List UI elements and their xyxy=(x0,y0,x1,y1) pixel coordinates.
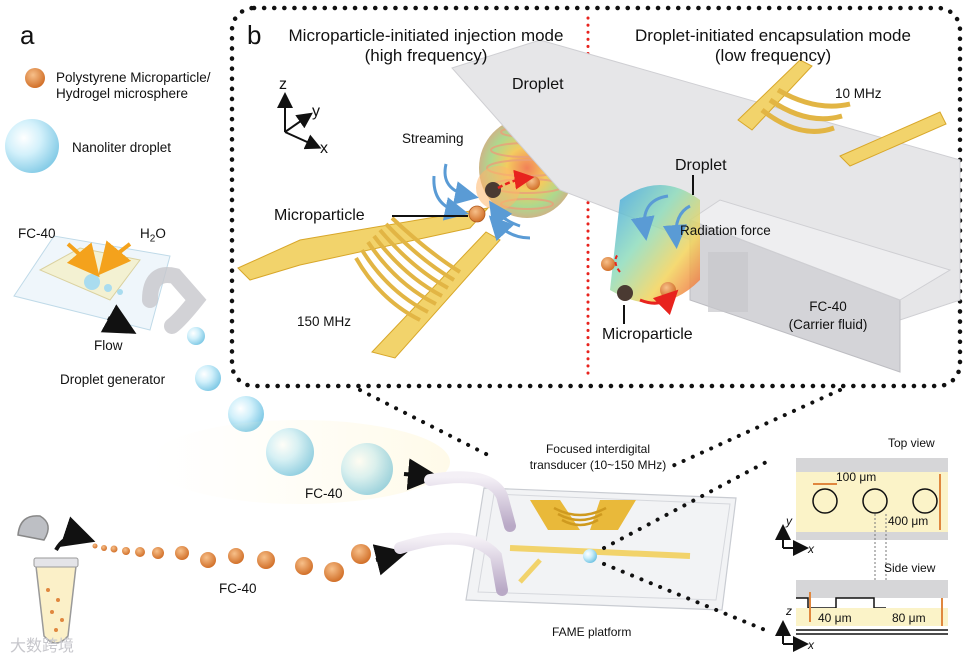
fc40-droplet-stream-label: FC-40 xyxy=(305,486,343,501)
fc40-inlet-label: FC-40 xyxy=(18,226,56,241)
top-view-label: Top view xyxy=(888,436,935,450)
right-mode-title-line1: Droplet-initiated encapsulation mode xyxy=(635,26,911,45)
side-axis-x: x xyxy=(808,638,814,652)
radiation-force-label: Radiation force xyxy=(680,223,771,238)
side-view-label: Side view xyxy=(884,561,936,575)
glass-chip xyxy=(451,39,961,373)
axis-x-label: x xyxy=(320,140,328,157)
droplet-legend-icon xyxy=(5,119,59,173)
axis-y-label: y xyxy=(312,103,320,120)
fame-platform-label: FAME platform xyxy=(552,625,632,639)
droplets-inlet-arrow xyxy=(403,458,440,491)
fame-tubes xyxy=(394,471,516,596)
particles-inlet-arrow xyxy=(372,544,408,576)
streaming-label: Streaming xyxy=(402,131,464,146)
streaming-arrows xyxy=(432,163,531,242)
particle-trail xyxy=(92,543,371,582)
encapsulation-arrow-dashed xyxy=(614,253,621,273)
top-axis-y: y xyxy=(786,514,792,528)
freq-150-label: 150 MHz xyxy=(297,314,352,329)
droplet-generator-label: Droplet generator xyxy=(60,372,166,387)
right-mode-title-line2: (low frequency) xyxy=(714,46,832,65)
encapsulation-arrow xyxy=(639,289,679,316)
microparticle-legend-icon xyxy=(25,68,45,88)
side-view-inset xyxy=(775,580,948,652)
right-mode-title: Droplet-initiated encapsulation mode (lo… xyxy=(610,26,936,66)
carrier-line1: FC-40 xyxy=(809,299,847,314)
injection-arrow xyxy=(497,169,535,190)
flow-label: Flow xyxy=(94,338,123,353)
xyz-axes xyxy=(277,92,322,150)
axis-z-label: z xyxy=(279,76,287,93)
microparticle-right-label: Microparticle xyxy=(602,326,693,343)
h2o-sub: 2 xyxy=(149,233,156,245)
carrier-line2: (Carrier fluid) xyxy=(788,317,868,332)
fame-electrode xyxy=(530,500,636,530)
h2o-inlet-arrow xyxy=(98,240,132,276)
droplet-legend: Nanoliter droplet xyxy=(72,140,172,155)
droplet-generator-chip xyxy=(13,235,207,334)
microparticle-legend-line2: Hydrogel microsphere xyxy=(56,86,189,101)
dim-40-label: 40 μm xyxy=(818,611,852,625)
fc40-inlet-arrow xyxy=(66,242,100,278)
focused-idt-label: Focused interdigital transducer (10~150 … xyxy=(508,441,688,473)
top-axis-x: x xyxy=(808,542,814,556)
flow-arrow xyxy=(100,304,137,334)
zoom-connectors xyxy=(358,388,842,634)
left-mode-title-line1: Microparticle-initiated injection mode xyxy=(288,26,564,45)
dim-100-label: 100 μm xyxy=(836,470,877,484)
dim-400-label: 400 μm xyxy=(888,514,929,528)
fc40-particle-stream-label: FC-40 xyxy=(219,581,257,596)
left-mode-title-line2: (high frequency) xyxy=(364,46,488,65)
panel-b-dotted-frame xyxy=(229,5,963,389)
carrier-fluid-label: FC-40 (Carrier fluid) xyxy=(770,298,886,334)
droplet-right-label: Droplet xyxy=(675,157,727,174)
particle-tube xyxy=(17,515,79,644)
focused-idt-line1: Focused interdigital xyxy=(545,442,651,456)
left-mode-title: Microparticle-initiated injection mode (… xyxy=(268,26,584,66)
microparticle-left-label: Microparticle xyxy=(274,207,365,224)
fame-chip xyxy=(465,487,737,611)
side-axis-z: z xyxy=(786,604,792,618)
top-view-inset xyxy=(775,458,948,598)
capsule-droplet xyxy=(601,185,700,303)
droplet-left-label: Droplet xyxy=(512,76,564,93)
microparticle-legend: Polystyrene Microparticle/ Hydrogel micr… xyxy=(56,70,211,102)
droplet-glow xyxy=(150,420,450,504)
h2o-o: O xyxy=(155,226,166,241)
tube-out-arrow xyxy=(54,516,96,552)
microparticle-legend-line1: Polystyrene Microparticle/ xyxy=(56,70,211,85)
freq-10-label: 10 MHz xyxy=(835,86,882,101)
h2o-inlet-label: H2O xyxy=(140,226,166,245)
h2o-h: H xyxy=(140,226,150,241)
focused-idt-line2: transducer (10~150 MHz) xyxy=(529,458,667,472)
radiation-arrows xyxy=(630,194,691,249)
idt-electrode-150mhz xyxy=(237,207,501,359)
dim-80-label: 80 μm xyxy=(892,611,926,625)
panel-b-label: b xyxy=(247,20,262,50)
panel-a-label: a xyxy=(20,20,35,50)
idt-electrode-10mhz xyxy=(737,59,947,167)
watermark: 大数跨境 xyxy=(10,638,75,655)
